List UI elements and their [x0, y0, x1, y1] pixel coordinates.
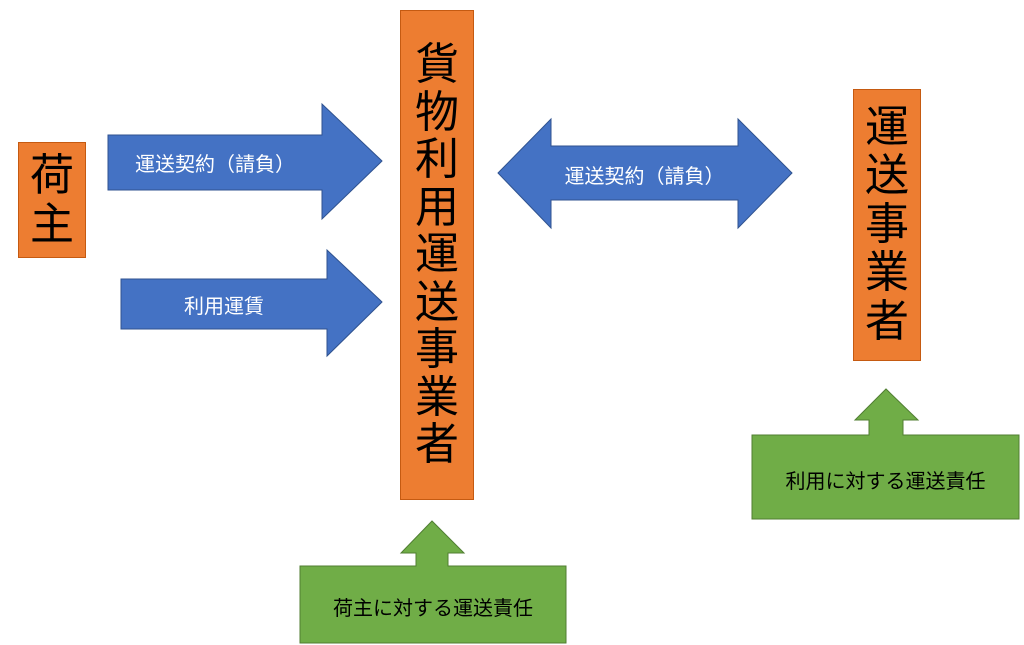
shipper-label: 荷主: [29, 149, 74, 250]
carrier-box: 運送事業者: [853, 89, 921, 361]
carrier-responsibility-label: 利用に対する運送責任: [785, 469, 986, 493]
forwarder-label: 貨物利用運送事業者: [414, 39, 459, 471]
fare-arrow-label: 利用運賃: [184, 294, 264, 318]
fare-arrow: [120, 248, 383, 358]
forwarder-box: 貨物利用運送事業者: [400, 10, 474, 500]
contract-arrow-shipper-label: 運送契約（請負）: [135, 152, 295, 176]
forwarder-responsibility-callout: [299, 520, 567, 644]
carrier-responsibility-callout: [751, 388, 1020, 520]
forwarder-responsibility-label: 荷主に対する運送責任: [333, 596, 533, 620]
contract-double-arrow: [497, 117, 793, 230]
carrier-label: 運送事業者: [864, 102, 909, 347]
contract-arrow-shipper: [107, 102, 383, 221]
shipper-box: 荷主: [18, 142, 86, 258]
contract-double-arrow-label: 運送契約（請負）: [564, 164, 725, 188]
